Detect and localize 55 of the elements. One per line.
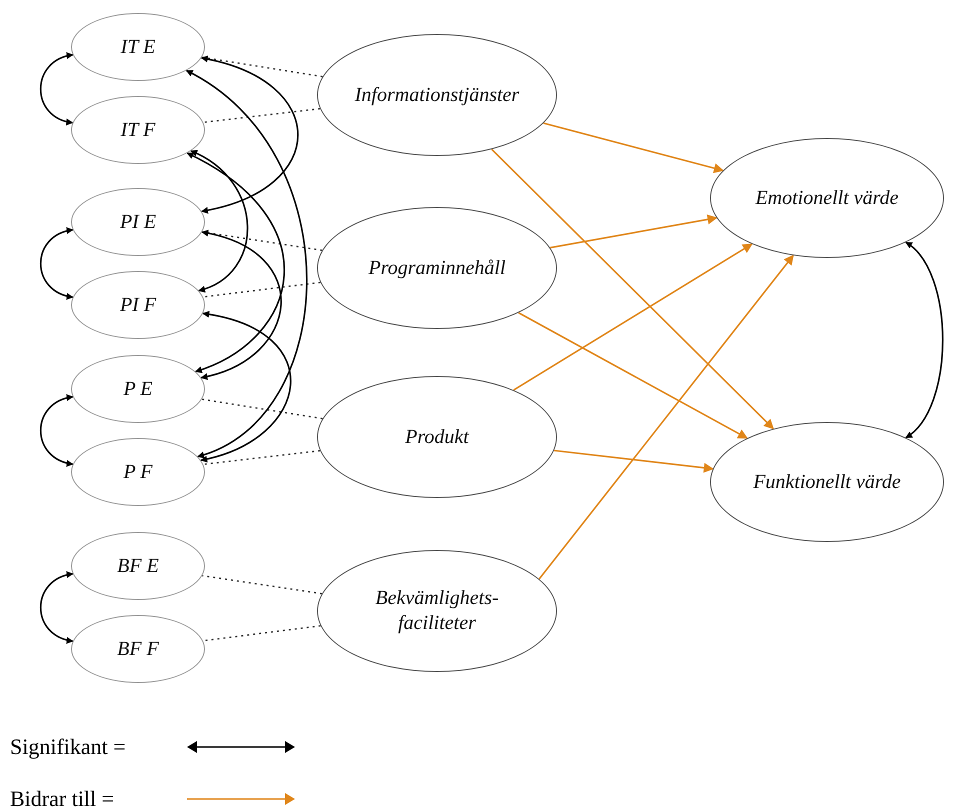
dotted-line — [203, 450, 320, 466]
ellipse-node — [317, 207, 557, 329]
node-label: BF F — [117, 636, 159, 662]
node-label: P F — [123, 460, 153, 484]
node-label: PI F — [120, 292, 156, 318]
arrow — [513, 243, 753, 391]
node-label: BF E — [117, 554, 159, 578]
ellipse-node — [71, 532, 205, 600]
ellipse-node — [71, 96, 205, 164]
dotted-line — [202, 398, 323, 420]
double-arrow — [200, 311, 292, 462]
legend-label: Bidrar till = — [10, 786, 116, 809]
double-arrow — [40, 572, 74, 644]
legend-label: Signifikant = — [10, 734, 127, 760]
double-arrow — [200, 230, 282, 380]
node-label: Produkt — [405, 424, 469, 450]
double-arrow — [186, 70, 308, 458]
double-arrow — [40, 394, 74, 466]
arrow — [543, 122, 724, 174]
ellipse-node — [317, 550, 557, 672]
double-arrow — [186, 152, 285, 373]
dotted-line — [203, 282, 320, 298]
node-label: IT E — [120, 34, 156, 60]
double-arrow — [40, 228, 74, 300]
ellipse-node — [71, 355, 205, 423]
dotted-line — [202, 56, 323, 78]
node-label: Programinnehåll — [368, 256, 506, 280]
ellipse-node — [71, 13, 205, 81]
double-arrow — [905, 242, 944, 438]
node-label: Funktionellt värde — [753, 470, 901, 494]
node-label: Informationstjänster — [354, 82, 520, 108]
node-label: Emotionellt värde — [755, 186, 899, 210]
node-label: Bekvämlighets- faciliteter — [374, 586, 500, 636]
ellipse-node — [710, 138, 944, 258]
arrow — [554, 450, 714, 473]
arrow — [491, 148, 774, 430]
arrow — [538, 254, 794, 580]
dotted-line — [202, 574, 322, 594]
double-arrow — [40, 52, 74, 125]
node-label: IT F — [120, 118, 156, 142]
node-label: PI E — [120, 210, 156, 234]
ellipse-node — [710, 422, 944, 542]
ellipse-node — [71, 615, 205, 683]
ellipse-node — [71, 438, 205, 506]
ellipse-node — [71, 271, 205, 339]
arrow — [550, 214, 718, 248]
ellipse-node — [317, 34, 557, 156]
ellipse-node — [71, 188, 205, 256]
double-arrow — [200, 56, 298, 214]
double-arrow — [190, 150, 248, 292]
arrow — [518, 312, 748, 439]
dotted-line — [202, 625, 321, 642]
node-label: P E — [123, 376, 153, 402]
dotted-line — [203, 108, 320, 124]
ellipse-node — [317, 376, 557, 498]
